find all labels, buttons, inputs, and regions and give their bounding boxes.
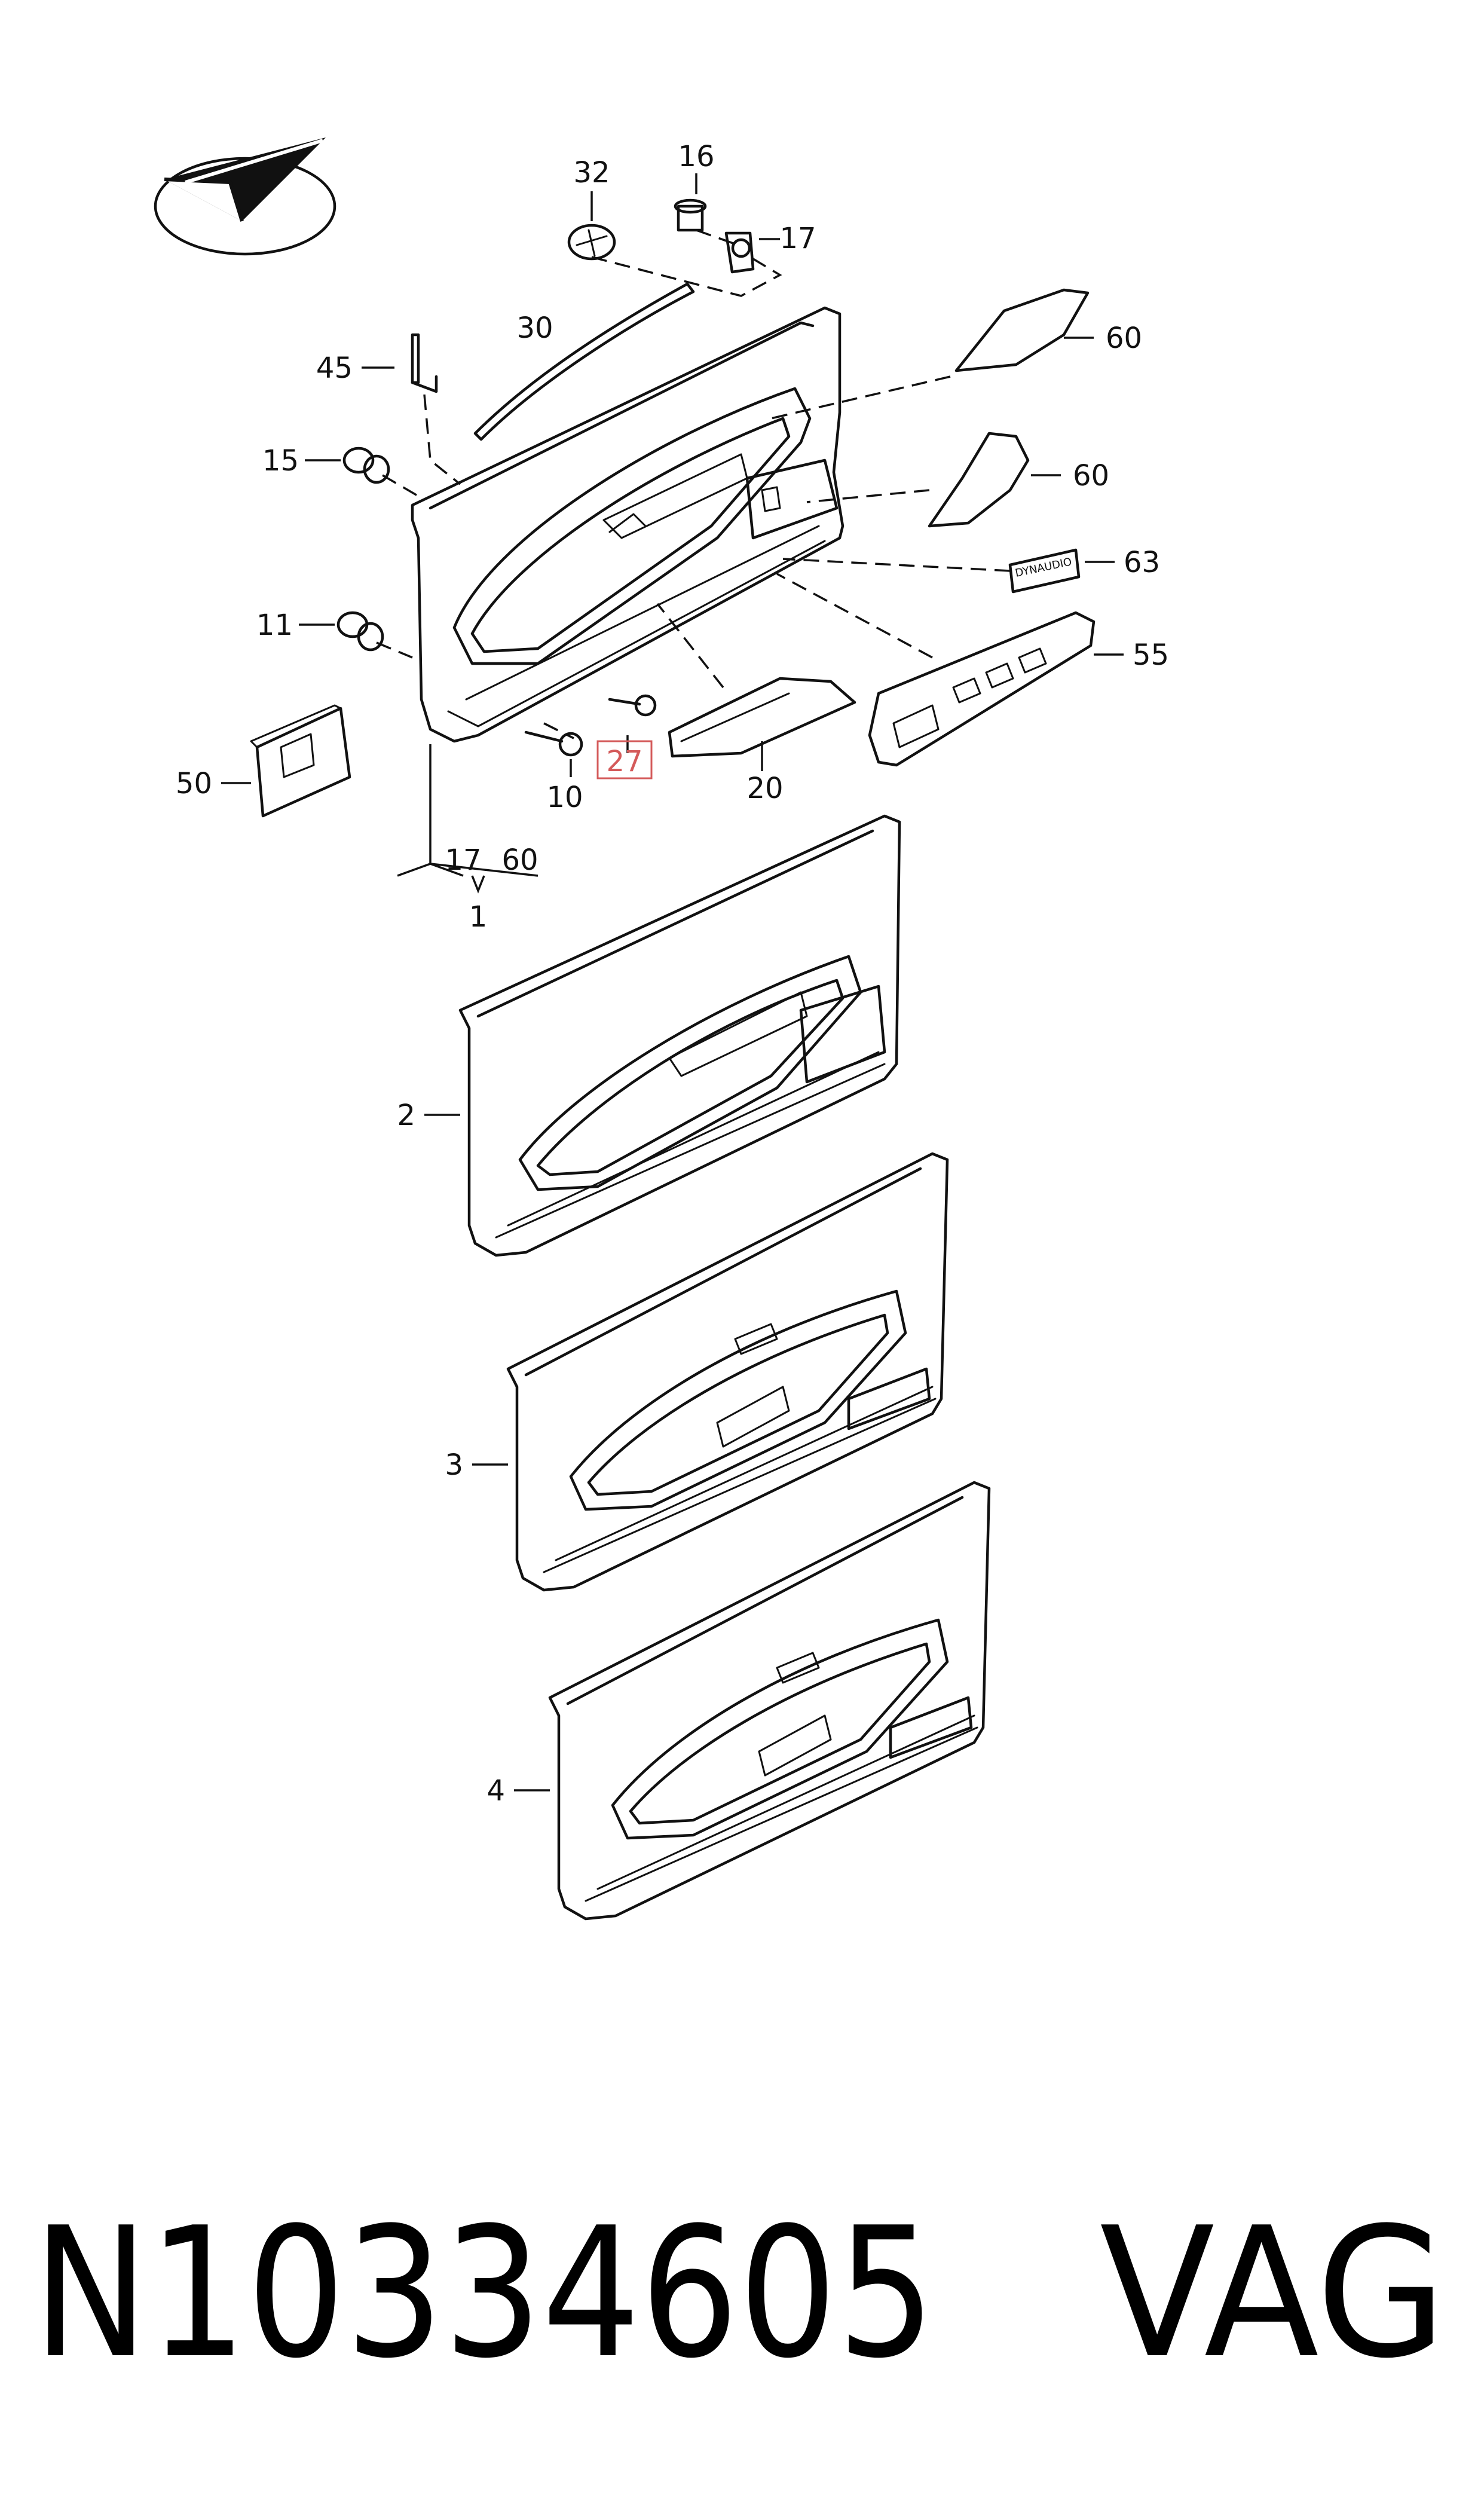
clip-11 bbox=[336, 611, 384, 652]
callout-4: 4 bbox=[486, 1774, 505, 1808]
callout-1: 1 bbox=[469, 900, 488, 934]
callout-27: 27 bbox=[606, 745, 642, 778]
callout-17: 17 bbox=[779, 222, 816, 255]
screw-27 bbox=[608, 694, 657, 717]
badge-63: DYNAUDIO bbox=[1008, 548, 1081, 594]
callout-55: 55 bbox=[1133, 638, 1169, 672]
callout-60-top: 60 bbox=[1106, 322, 1142, 355]
callout-32: 32 bbox=[573, 156, 610, 189]
speaker-grille-60b bbox=[928, 432, 1030, 528]
screw-10 bbox=[524, 730, 583, 757]
leader-lines-panels bbox=[424, 1114, 550, 1792]
clip-15 bbox=[342, 447, 390, 484]
leader-lines bbox=[221, 173, 1124, 894]
callout-16: 16 bbox=[678, 140, 714, 173]
speaker-grille-60a bbox=[954, 288, 1090, 372]
brand-name: VAG bbox=[1100, 2189, 1446, 2398]
clip-32 bbox=[567, 224, 616, 261]
callout-63: 63 bbox=[1124, 546, 1160, 579]
part-number: N10334605 bbox=[33, 2189, 935, 2398]
direction-arrow-emblem-icon bbox=[154, 137, 336, 256]
callout-3: 3 bbox=[445, 1448, 463, 1482]
clip-45 bbox=[411, 333, 438, 393]
seal-strip-30 bbox=[473, 282, 695, 441]
callout-60-group: 60 bbox=[501, 843, 538, 877]
door-panel-4 bbox=[548, 1481, 991, 1921]
callout-15: 15 bbox=[262, 444, 299, 478]
armrest-cover-20 bbox=[668, 677, 856, 758]
callout-45: 45 bbox=[316, 351, 353, 385]
clip-16 bbox=[674, 198, 707, 232]
callout-50: 50 bbox=[176, 767, 212, 800]
callout-30: 30 bbox=[516, 311, 553, 345]
switch-panel-55 bbox=[868, 611, 1096, 767]
callout-2: 2 bbox=[397, 1099, 415, 1132]
badge-text: DYNAUDIO bbox=[1014, 555, 1073, 580]
door-panel-1 bbox=[411, 306, 844, 743]
door-panel-3 bbox=[506, 1152, 949, 1592]
bracket-50 bbox=[250, 704, 351, 818]
callout-11: 11 bbox=[256, 609, 293, 642]
door-panel-2 bbox=[458, 814, 901, 1257]
callout-17-group: 17 bbox=[445, 843, 481, 877]
callout-20: 20 bbox=[746, 772, 783, 805]
callout-27-highlight: 27 bbox=[596, 740, 653, 779]
callout-10: 10 bbox=[546, 781, 583, 814]
clip-17 bbox=[724, 231, 755, 274]
callout-60-middle: 60 bbox=[1073, 459, 1109, 493]
